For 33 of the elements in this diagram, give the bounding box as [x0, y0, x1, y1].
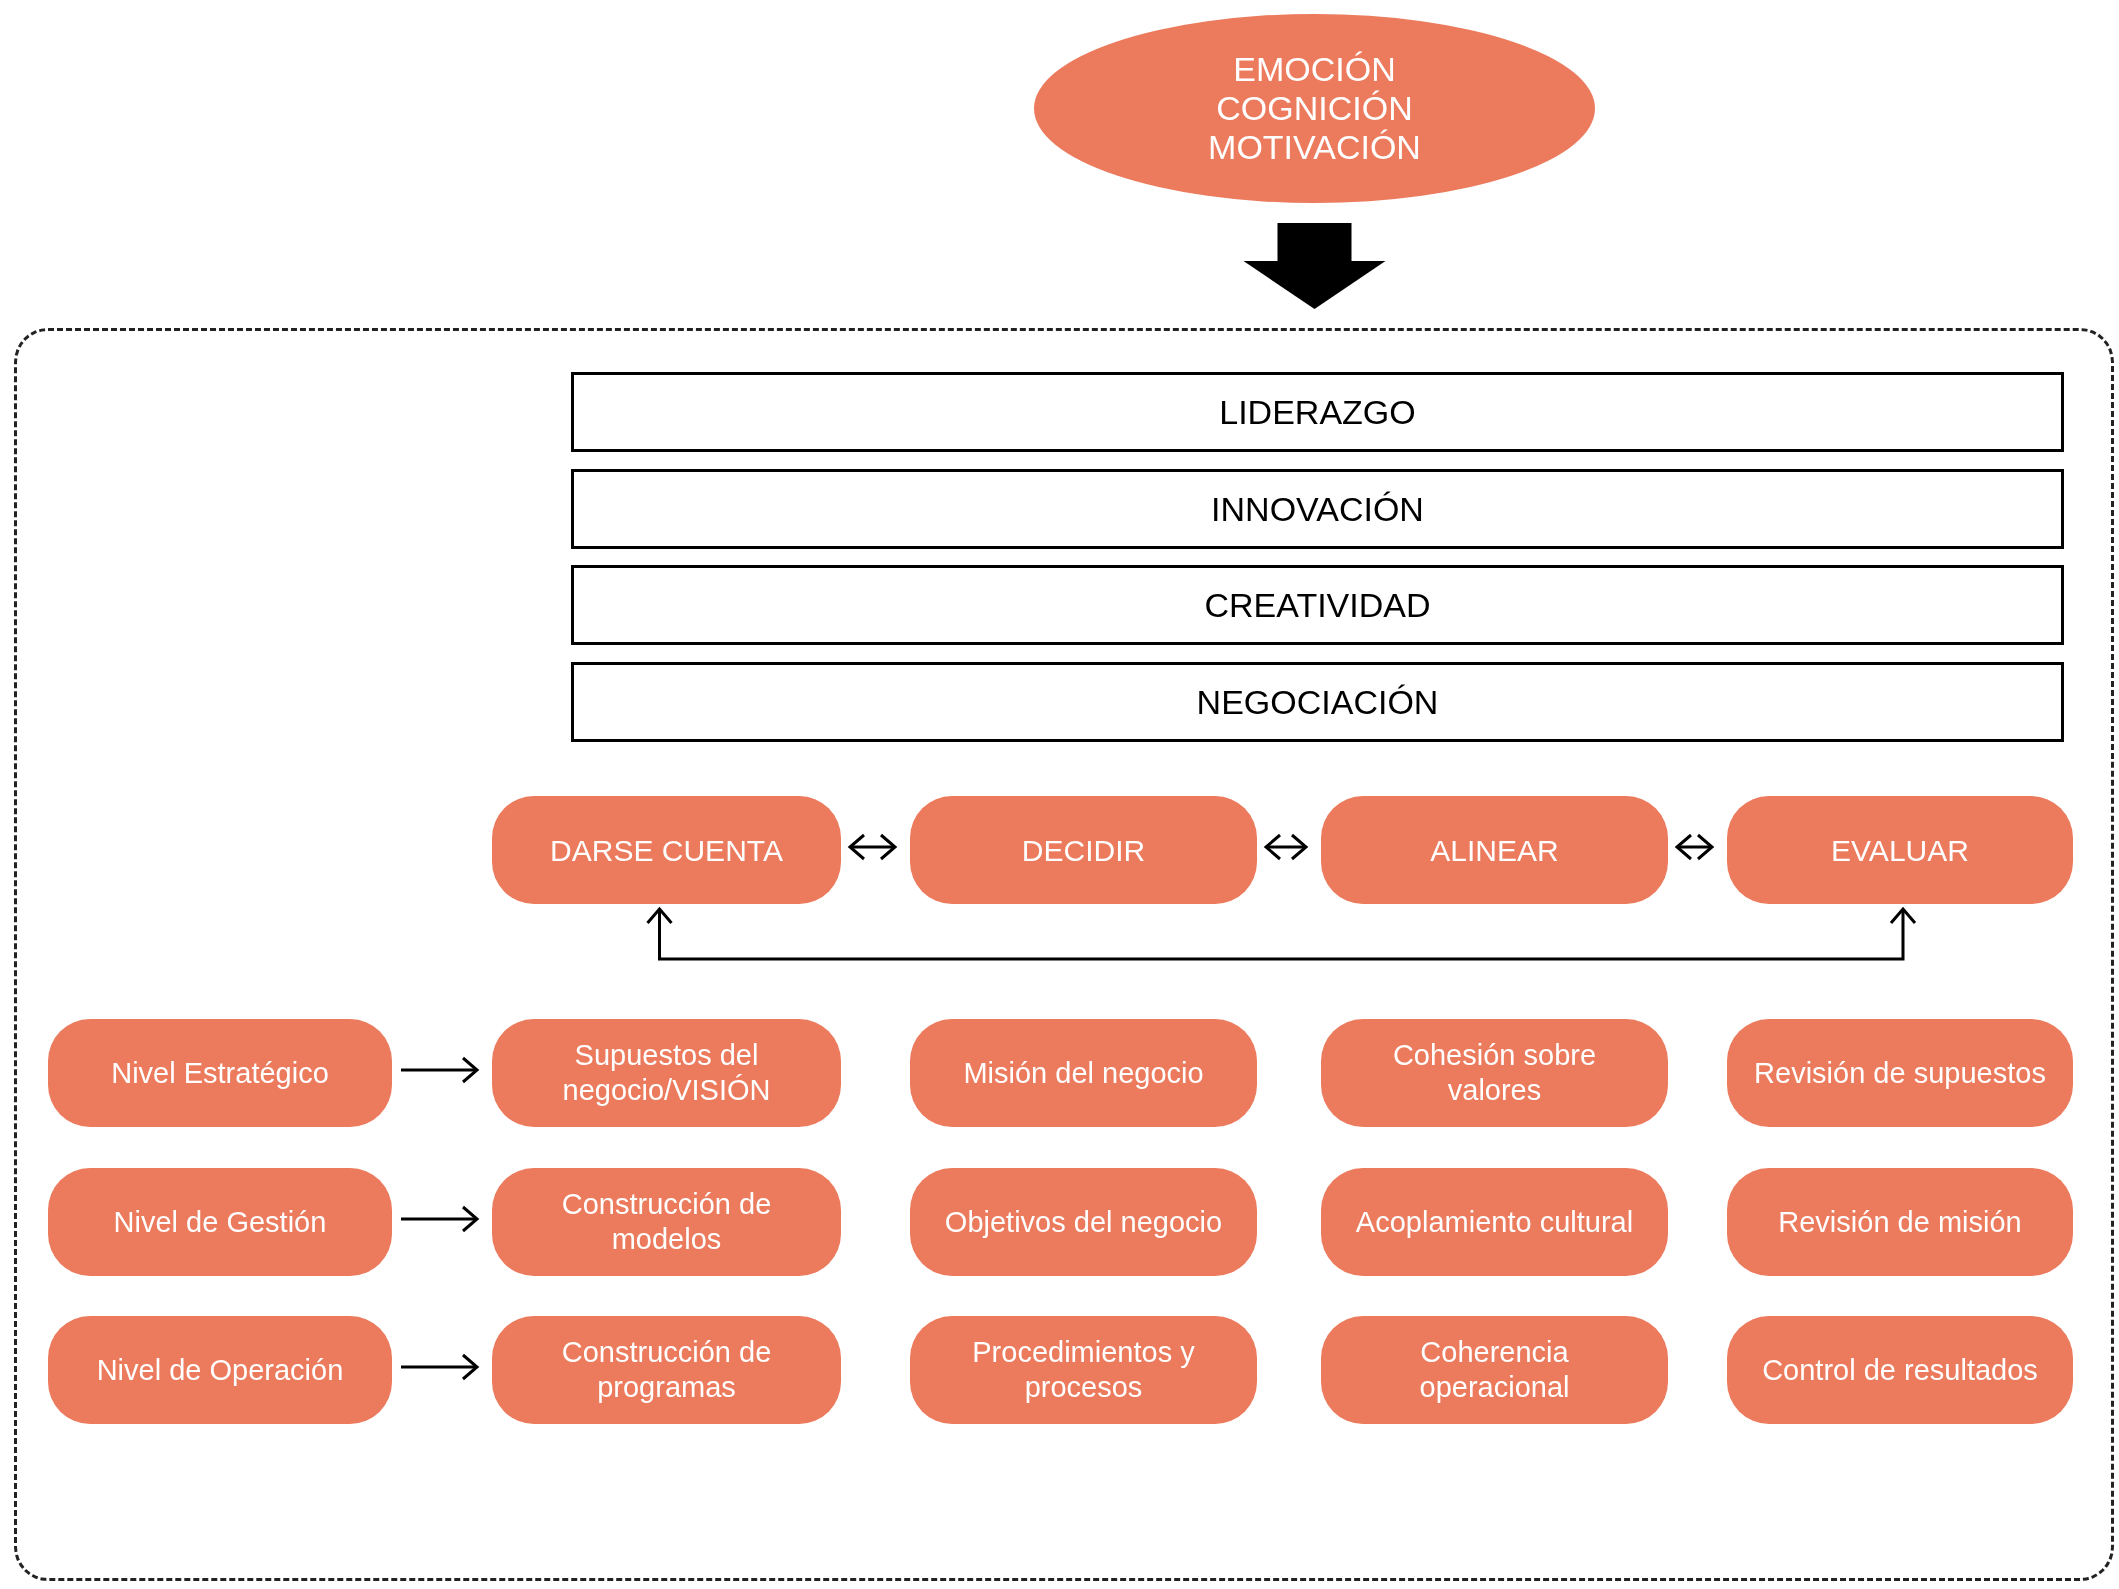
arrow — [1675, 833, 1714, 861]
label-bar: INNOVACIÓN — [571, 469, 2064, 549]
label-bar: NEGOCIACIÓN — [571, 662, 2064, 742]
level-pill: Nivel de Gestión — [48, 1168, 392, 1276]
level-pill: Cohesión sobre valores — [1321, 1019, 1668, 1127]
level-pill: Revisión de misión — [1727, 1168, 2073, 1276]
label-bar: CREATIVIDAD — [571, 565, 2064, 645]
arrow — [401, 1353, 479, 1381]
level-pill: Nivel Estratégico — [48, 1019, 392, 1127]
level-pill: Objetivos del negocio — [910, 1168, 1257, 1276]
step-pill: DECIDIR — [910, 796, 1257, 904]
dashed-frame — [14, 328, 2114, 1581]
step-pill: ALINEAR — [1321, 796, 1668, 904]
level-pill: Coherencia operacional — [1321, 1316, 1668, 1424]
level-pill: Acoplamiento cultural — [1321, 1168, 1668, 1276]
arrow — [401, 1205, 479, 1233]
arrow — [401, 1056, 479, 1084]
level-pill: Procedimientos y procesos — [910, 1316, 1257, 1424]
level-pill: Control de resultados — [1727, 1316, 2073, 1424]
label-bar: LIDERAZGO — [571, 372, 2064, 452]
concept-ellipse: EMOCIÓN COGNICIÓN MOTIVACIÓN — [1034, 14, 1595, 203]
block-arrow — [1243, 223, 1386, 309]
level-pill: Construcción de programas — [492, 1316, 841, 1424]
step-pill: EVALUAR — [1727, 796, 2073, 904]
step-pill: DARSE CUENTA — [492, 796, 841, 904]
arrow — [1264, 833, 1308, 861]
arrow — [646, 907, 1917, 961]
level-pill: Misión del negocio — [910, 1019, 1257, 1127]
level-pill: Nivel de Operación — [48, 1316, 392, 1424]
level-pill: Construcción de modelos — [492, 1168, 841, 1276]
level-pill: Revisión de supuestos — [1727, 1019, 2073, 1127]
level-pill: Supuestos del negocio/VISIÓN — [492, 1019, 841, 1127]
arrow — [848, 833, 897, 861]
